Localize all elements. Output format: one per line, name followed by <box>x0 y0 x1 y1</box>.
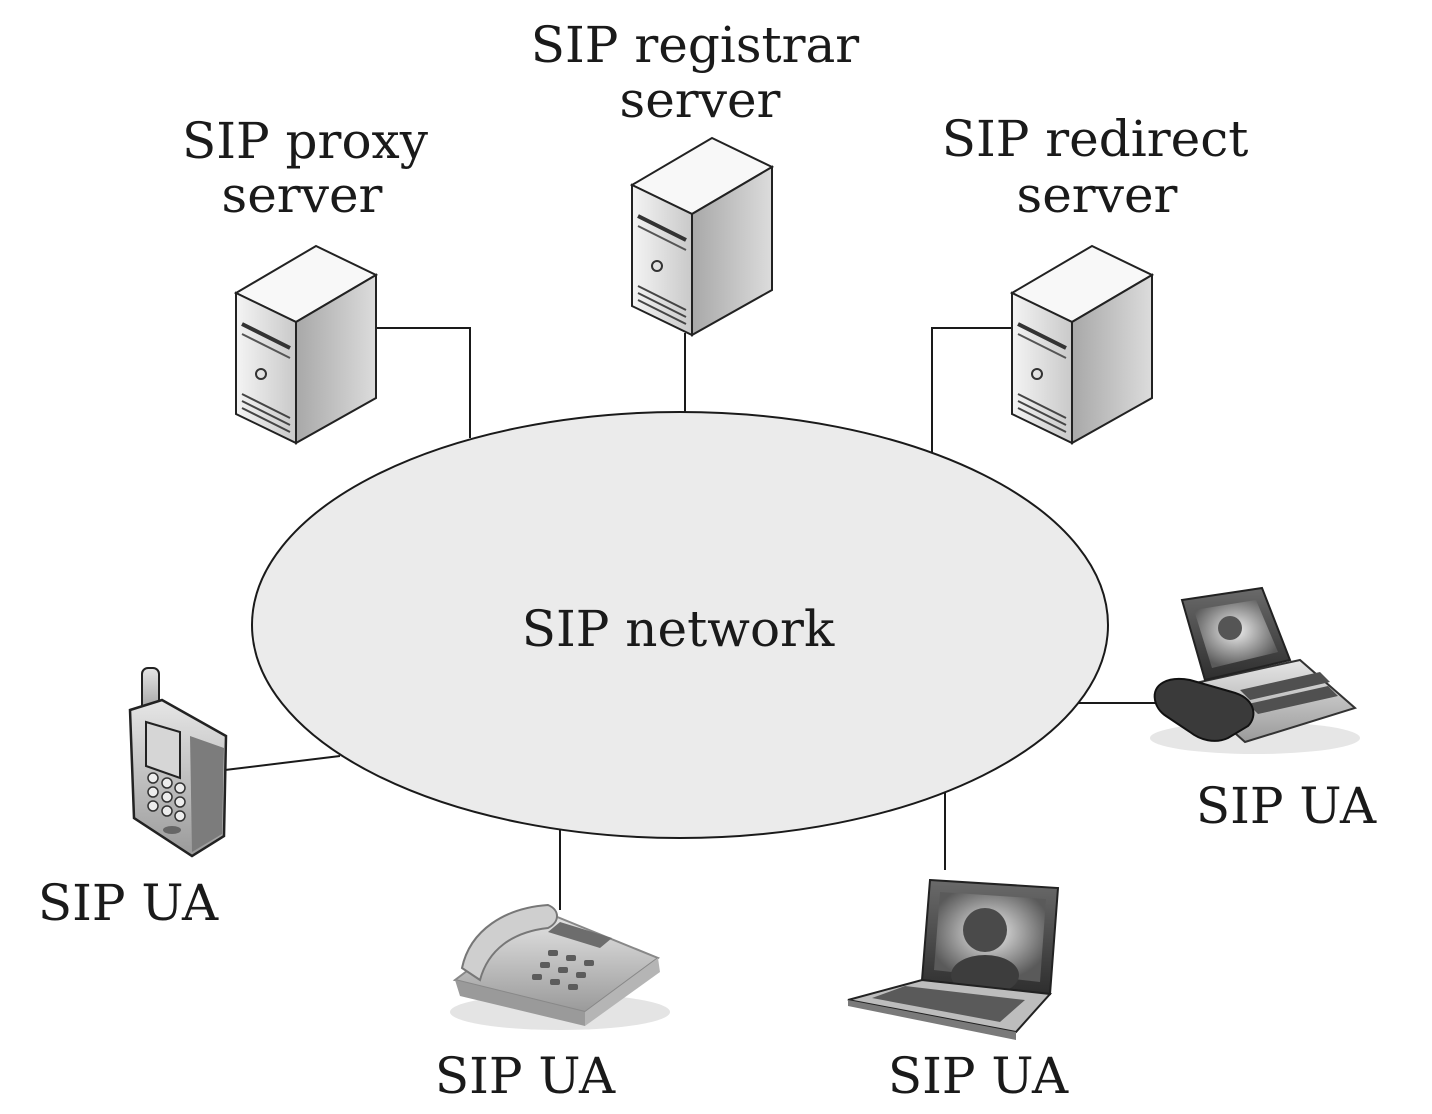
redirect-server-label-line2: server <box>1017 166 1178 224</box>
video-phone-ua-label: SIP UA <box>1196 777 1377 835</box>
laptop-ua-label: SIP UA <box>888 1047 1069 1105</box>
registrar-server-label-line1: SIP registrar <box>531 16 859 74</box>
network-ellipse <box>251 411 1109 839</box>
redirect-server-label-line1: SIP redirect <box>942 110 1249 168</box>
desk-phone-icon <box>450 903 670 1030</box>
proxy-server-label-line2: server <box>222 166 383 224</box>
sip-network: SIP network <box>251 411 1109 839</box>
network-label: SIP network <box>522 600 835 658</box>
server-icon <box>1009 244 1155 445</box>
mobile-link <box>224 755 341 771</box>
video-phone-icon <box>1150 586 1360 754</box>
desk-phone-ua-label: SIP UA <box>435 1047 616 1105</box>
mobile-phone-ua: SIP UA <box>38 667 228 932</box>
desk-phone-ua: SIP UA <box>435 903 670 1105</box>
mobile-ua-label: SIP UA <box>38 874 219 932</box>
server-icon <box>629 136 775 337</box>
registrar-server <box>629 136 775 337</box>
mobile-phone-icon <box>128 667 228 858</box>
connection-lines <box>224 327 1165 910</box>
registrar-server-label-line2: server <box>620 71 781 129</box>
laptop-icon <box>847 878 1060 1040</box>
video-phone-ua: SIP UA <box>1150 586 1377 835</box>
proxy-server <box>233 244 379 445</box>
server-icon <box>233 244 379 445</box>
proxy-server-label-line1: SIP proxy <box>182 112 429 170</box>
redirect-link <box>931 327 1012 452</box>
redirect-server <box>1009 244 1155 445</box>
laptop-ua: SIP UA <box>847 878 1069 1105</box>
proxy-link <box>375 327 471 438</box>
